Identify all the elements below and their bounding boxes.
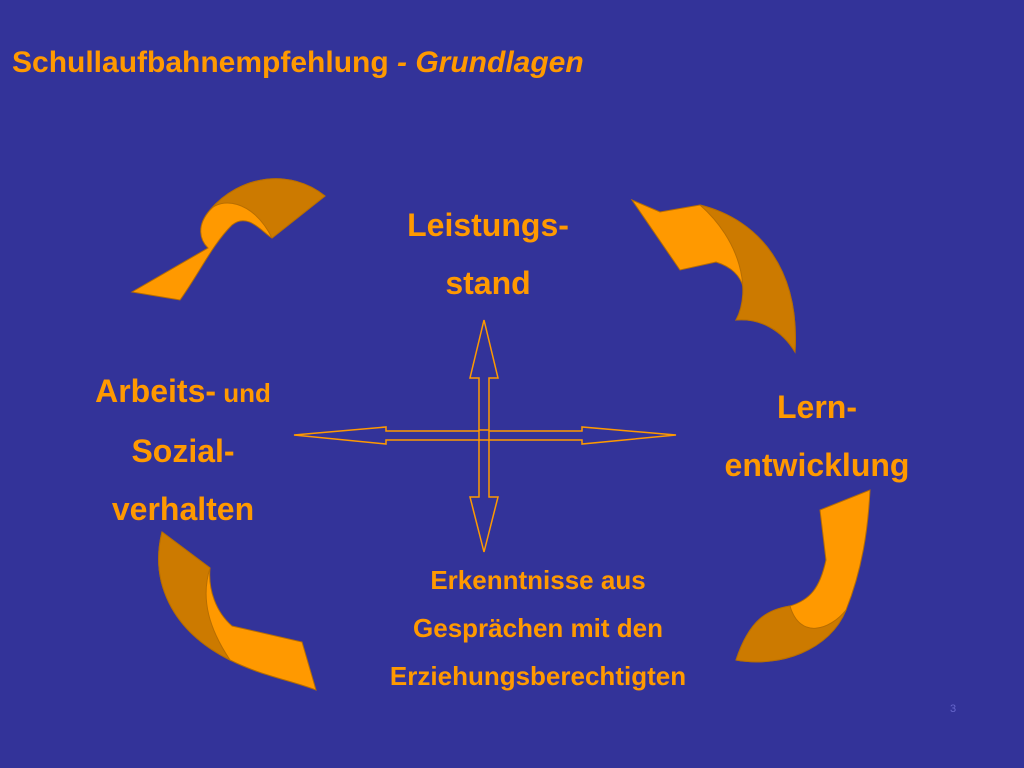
node-left-line3: verhalten <box>111 491 255 527</box>
cross-arrow-left <box>293 426 480 445</box>
node-lernentwicklung: Lern- entwicklung <box>684 378 950 494</box>
cross-arrow-up <box>469 319 499 431</box>
node-left-line2: Sozial- <box>131 433 235 469</box>
title-separator: - <box>388 46 416 79</box>
curved-arrow-icon <box>630 198 796 354</box>
node-left-line1-big: Arbeits- <box>95 373 217 409</box>
node-erkenntnisse: Erkenntnisse aus Gesprächen mit den Erzi… <box>318 556 758 700</box>
node-left-line1-small: und <box>216 378 271 408</box>
title-italic: Grundlagen <box>415 46 584 79</box>
double-arrow-cross-icon <box>293 319 677 553</box>
cross-arrow-right <box>488 426 677 445</box>
curved-arrow-icon <box>735 489 871 663</box>
node-right-line1: Lern- <box>777 389 857 425</box>
node-bottom-line2: Gesprächen mit den <box>413 613 663 643</box>
curved-arrow-icon <box>158 531 317 691</box>
node-left-line1: Arbeits- und <box>40 362 326 422</box>
page-number: 3 <box>950 703 957 715</box>
title-main: Schullaufbahnempfehlung <box>12 46 389 79</box>
node-leistungsstand: Leistungs- stand <box>360 196 616 312</box>
curved-arrow-icon <box>130 178 326 301</box>
node-right-line2: entwicklung <box>724 447 910 483</box>
cross-arrow-down <box>469 439 499 553</box>
page-title: Schullaufbahnempfehlung - Grundlagen <box>12 46 584 80</box>
node-top-line1: Leistungs- <box>407 207 569 243</box>
node-bottom-line1: Erkenntnisse aus <box>430 565 646 595</box>
node-arbeits-sozialverhalten: Arbeits- und Sozial- verhalten <box>40 362 326 538</box>
node-top-line2: stand <box>445 265 531 301</box>
node-bottom-line3: Erziehungsberechtigten <box>389 661 687 691</box>
